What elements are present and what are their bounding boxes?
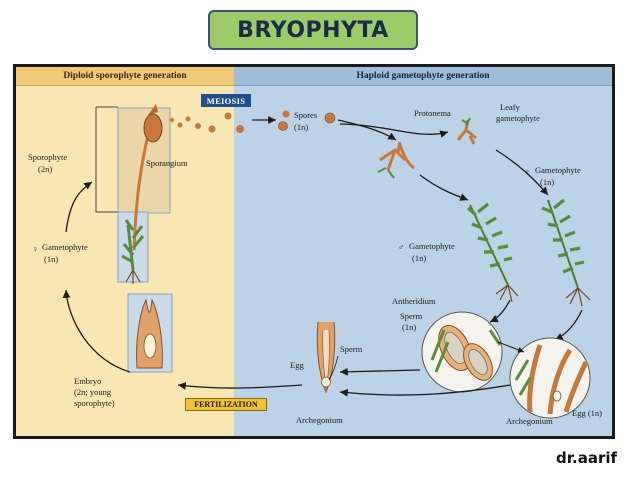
label-antheridium: Antheridium (392, 296, 436, 306)
page-title: BRYOPHYTA (237, 17, 389, 43)
author-credit: dr.aarif (556, 449, 618, 467)
label-sperm-antheridium-ploidy: (1n) (402, 322, 416, 332)
diploid-header: Diploid sporophyte generation (16, 67, 234, 86)
sporophyte-bracket (95, 107, 118, 213)
label-spores-ploidy: (1n) (294, 122, 308, 132)
title-banner: BRYOPHYTA (208, 10, 418, 50)
female-gametophyte-plant (541, 198, 591, 307)
sporangium-capsule (143, 113, 163, 143)
leafy-gametophyte-left (121, 219, 145, 271)
label-spores: Spores (294, 110, 317, 120)
label-embryo-1: Embryo (74, 376, 101, 386)
label-leafy-2: gametophyte (496, 113, 540, 123)
label-embryo-3: sporophyte) (74, 398, 115, 408)
female-symbol-right: ♀ (524, 167, 530, 177)
label-leafy-1: Leafy (500, 102, 521, 112)
label-sporophyte: Sporophyte (28, 152, 67, 162)
fertilization-tag: FERTILIZATION (185, 398, 267, 411)
male-symbol: ♂ (398, 242, 404, 252)
meiosis-tag: MEIOSIS (201, 94, 251, 107)
cycle-arrow-embryo (62, 289, 131, 373)
label-gametophyte-female: Gametophyte (535, 165, 581, 175)
label-gametophyte-female-ploidy: (1n) (540, 177, 554, 187)
archegonium-detail (509, 337, 591, 419)
label-protonema: Protonema (414, 108, 451, 118)
archegonium-center (316, 321, 339, 394)
label-gametophyte-male-ploidy: (1n) (412, 253, 426, 263)
label-egg-right: Egg (1n) (572, 408, 602, 418)
male-gametophyte-plant (466, 202, 519, 303)
embryo-detail (127, 293, 173, 373)
cycle-arrow-gametophyte (65, 181, 93, 233)
haploid-header: Haploid gametophyte generation (234, 67, 612, 86)
label-gametophyte-left: Gametophyte (42, 242, 88, 252)
protonema-left (379, 141, 407, 171)
label-sporangium: Sporangium (146, 158, 188, 168)
label-archegonium-right: Archegonium (506, 416, 553, 426)
antheridium-detail (421, 311, 503, 393)
label-gametophyte-left-ploidy: (1n) (44, 254, 58, 264)
label-sperm-antheridium: Sperm (400, 311, 423, 321)
label-embryo-2: (2n; young (74, 387, 112, 397)
label-sporophyte-ploidy: (2n) (38, 164, 52, 174)
label-gametophyte-male: Gametophyte (409, 241, 455, 251)
label-egg-center: Egg (290, 360, 304, 370)
female-symbol-left: ♀ (32, 244, 38, 254)
label-archegonium-center: Archegonium (296, 415, 343, 425)
label-sperm-center: Sperm (340, 344, 363, 354)
